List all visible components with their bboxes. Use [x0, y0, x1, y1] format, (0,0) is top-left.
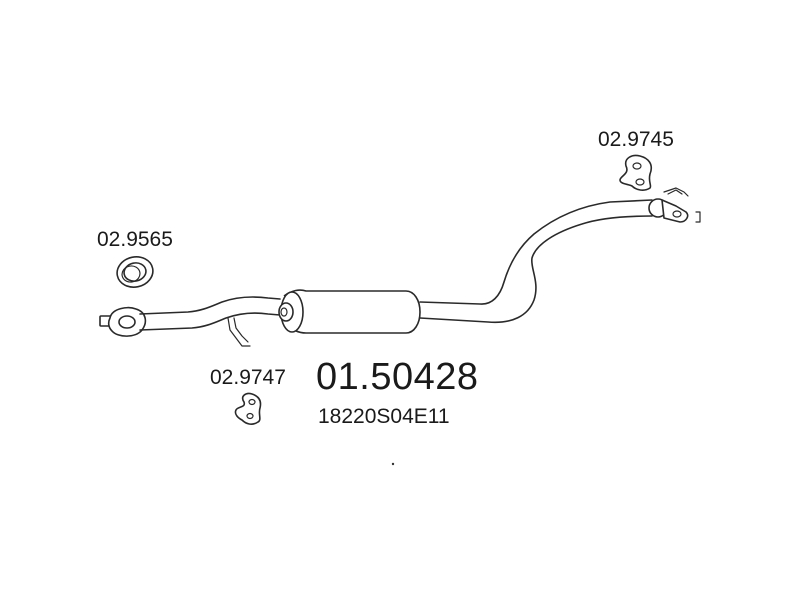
rubber-hanger-left: [234, 392, 262, 425]
rear-pipe: [419, 187, 689, 324]
rubber-hanger-right: [619, 154, 653, 191]
part-label-hanger-right: 02.9745: [598, 128, 674, 151]
part-label-hanger-left: 02.9747: [210, 366, 286, 389]
oe-reference-number: 18220S04E11: [318, 405, 450, 428]
front-flange: [99, 306, 147, 337]
stray-dot: [391, 462, 395, 466]
inlet-pipe: [139, 296, 281, 347]
gasket-ring: [116, 256, 154, 288]
rear-flange: [648, 198, 701, 223]
middle-silencer: [278, 289, 421, 334]
part-label-gasket-ring: 02.9565: [97, 228, 173, 251]
main-part-number: 01.50428: [316, 356, 479, 398]
